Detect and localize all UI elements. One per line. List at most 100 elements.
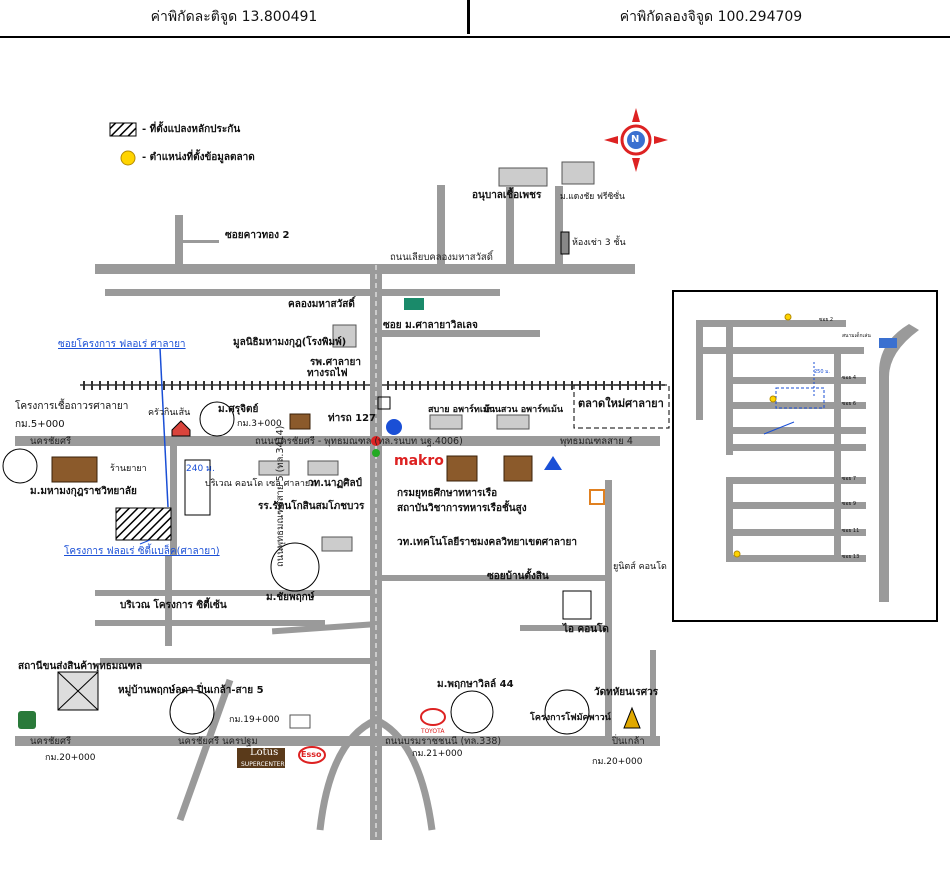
label-area-proj: บริเวณ โครงการ ซิตี้เซ้น (120, 600, 227, 611)
label-anubal: อนุบาลเชื้อเพชร (472, 190, 542, 201)
road-v-soi-kaw (437, 185, 445, 266)
esso-logo (298, 746, 326, 764)
kbank-icon (18, 711, 36, 729)
label-krua: ครัวกินเส้น (148, 408, 191, 418)
ptt-icon (544, 456, 562, 470)
honda-icon (289, 714, 311, 729)
label-banjuan: บ้านสวน อพาร์ทเม้น (484, 405, 564, 415)
road-soi-kaw-h (179, 240, 219, 243)
mphruk-circle (450, 690, 494, 734)
wat-circle (544, 689, 590, 735)
label-dist240: 240 ม. (186, 464, 215, 474)
label-area-condo: บริเวณ คอนโด เซล ศาลายา (205, 479, 316, 489)
inset-soi7: ซอย 7 (842, 476, 857, 482)
label-lotus-sub: SUPERCENTER (241, 761, 285, 768)
label-to-nakhon: นครชัยศรี (30, 436, 72, 447)
label-proj-ideo: โครงการ ฟลอเร่ ซิตี้แบล็ค(ศาลายา) (64, 546, 220, 557)
label-to-pinklao: ปิ่นเกล้า (612, 736, 645, 747)
label-msan: ม.ศรุจิตย์ (218, 404, 259, 415)
uturn-icon (386, 419, 402, 435)
inset-soi6: ซอย 6 (842, 401, 857, 407)
label-kromyut: กรมยุทธศึกษาทหารเรือ (397, 488, 498, 499)
inset-soi13: ซอย 13 (842, 554, 860, 560)
longitude-label: ค่าพิกัดลองจิจูด 100.294709 (619, 9, 803, 25)
traffic-light (371, 436, 381, 446)
grey-buildings (258, 161, 595, 552)
label-port127: ท่ารถ 127 (328, 413, 376, 424)
label-lotus: Lotus (250, 747, 279, 758)
inset-canvas (696, 313, 919, 602)
inset-nursery: สนามเด็กเล่น (842, 333, 871, 339)
road-v-cheng (555, 186, 563, 266)
label-sabai: สบาย อพาร์ทเม้น (428, 405, 495, 415)
label-wat: วัดทหัยนเรศวร (594, 687, 659, 698)
road-v-left2 (165, 556, 172, 646)
road-4006 (15, 436, 660, 446)
label-mphruk: ม.พฤกษาวิลล์ 44 (437, 679, 514, 690)
inset-map: ซอย 2 ซอย 4 ซอย 6 ซอย 7 ซอย 9 ซอย 11 ซอย… (672, 290, 938, 622)
label-road-3414: ถนนพุทธมณฑลสาย 5 (ทล.3414) (275, 425, 286, 567)
label-ranyaya: ร้านยายา (110, 464, 147, 474)
label-sathani: สถานีขนส่งสินค้าพุทธมณฑล (18, 661, 143, 672)
label-soi-kaw: ซอยคาวทอง 2 (225, 230, 290, 241)
coordinates-header: ค่าพิกัดละติจูด 13.800491 ค่าพิกัดลองจิจ… (0, 0, 950, 38)
left-circle (2, 448, 38, 484)
label-railway: ทางรถไฟ (307, 368, 348, 379)
makro-logo-bg (392, 453, 438, 469)
label-icondo: ไอ คอนโด (563, 624, 609, 635)
port-box (377, 396, 391, 410)
road-v-anubal (506, 187, 514, 265)
boat-icon (404, 298, 424, 310)
seven-eleven-icon (589, 489, 605, 505)
label-nakhon-pathom: นครชัยศรี นครปฐม (178, 736, 258, 747)
msan-circle (199, 401, 235, 437)
site-parcel (115, 507, 172, 541)
road-liab-khlong (95, 264, 635, 274)
legend-site-label: - ที่ตั้งแปลงหลักประกัน (142, 124, 241, 135)
label-km19: กม.19+000 (229, 715, 280, 725)
label-km5: กม.5+000 (15, 419, 65, 430)
label-road-bottom: ถนนบรมราชชนนี (ทล.338) (385, 736, 502, 747)
distance-box (184, 459, 211, 516)
label-mcheng: ม.แดงชัย ฟรีซิซั่น (560, 192, 625, 202)
label-khlong: คลองมหาสวัสดิ์ (288, 299, 355, 310)
label-wt-nakhon: วท.นาฏศิลป์ (308, 478, 362, 489)
label-hong3: ห้องเช่า 3 ชั้น (572, 238, 626, 248)
interchange-ramp (316, 716, 436, 831)
compass-n: N (631, 134, 640, 145)
hong3-building (560, 231, 570, 255)
lotus-logo-box (237, 748, 285, 768)
header-divider (467, 0, 470, 34)
toyota-logo (420, 708, 446, 726)
label-talad-new: ตลาดใหม่ศาลายา (578, 397, 664, 410)
building-markers (51, 413, 533, 483)
label-road-main: ถนนนครชัยศรี - พุทธมณฑล (ทล.รนบท นฐ.4006… (255, 436, 463, 447)
label-toyota: TOYOTA (421, 728, 445, 735)
mchai-circle (270, 542, 320, 592)
label-hospital: รพ.ศาลายา (310, 357, 361, 368)
label-proj-kham: โครงการโฟมัคพาวน์ (530, 713, 611, 723)
inset-soi9: ซอย 9 (842, 501, 857, 507)
talad-box (573, 384, 670, 429)
road-v-right (605, 480, 612, 736)
inset-soi2: ซอย 2 (819, 317, 834, 323)
icondo-box (562, 590, 592, 620)
label-muban: หมู่บ้านพฤกษ์ลดา ปิ่นเกล้า-สาย 5 (118, 685, 264, 696)
label-to-nakhon2: นครชัยศรี (30, 736, 72, 747)
legend-market-label: - ตำแหน่งที่ตั้งข้อมูลตลาด (142, 152, 255, 163)
latitude-label: ค่าพิกัดละติจูด 13.800491 (150, 9, 318, 25)
label-proj-aircon: โครงการเชื้อถาวรศาลายา (15, 401, 129, 412)
inset-soi4: ซอย 4 (842, 375, 857, 381)
muban-circle (169, 689, 215, 735)
temple-icon (623, 706, 641, 729)
label-mahamakut: ม.มหามงกุฎราชวิทยาลัย (30, 486, 137, 497)
label-sathaban: สถาบันวิชาการทหารเรือชั้นสูง (397, 503, 527, 514)
label-esso: Esso (301, 750, 322, 759)
label-makro: makro (394, 453, 444, 469)
label-rmut: วท.เทคโนโลยีราชมงคลวิทยาเขตศาลายา (397, 537, 577, 548)
label-km21: กม.21+000 (412, 749, 463, 759)
inset-soi11: ซอย 11 (842, 528, 860, 534)
road-khlong (105, 289, 500, 296)
label-soi-project: ซอยโครงการ ฟลอเร่ ศาลายา (58, 339, 186, 350)
